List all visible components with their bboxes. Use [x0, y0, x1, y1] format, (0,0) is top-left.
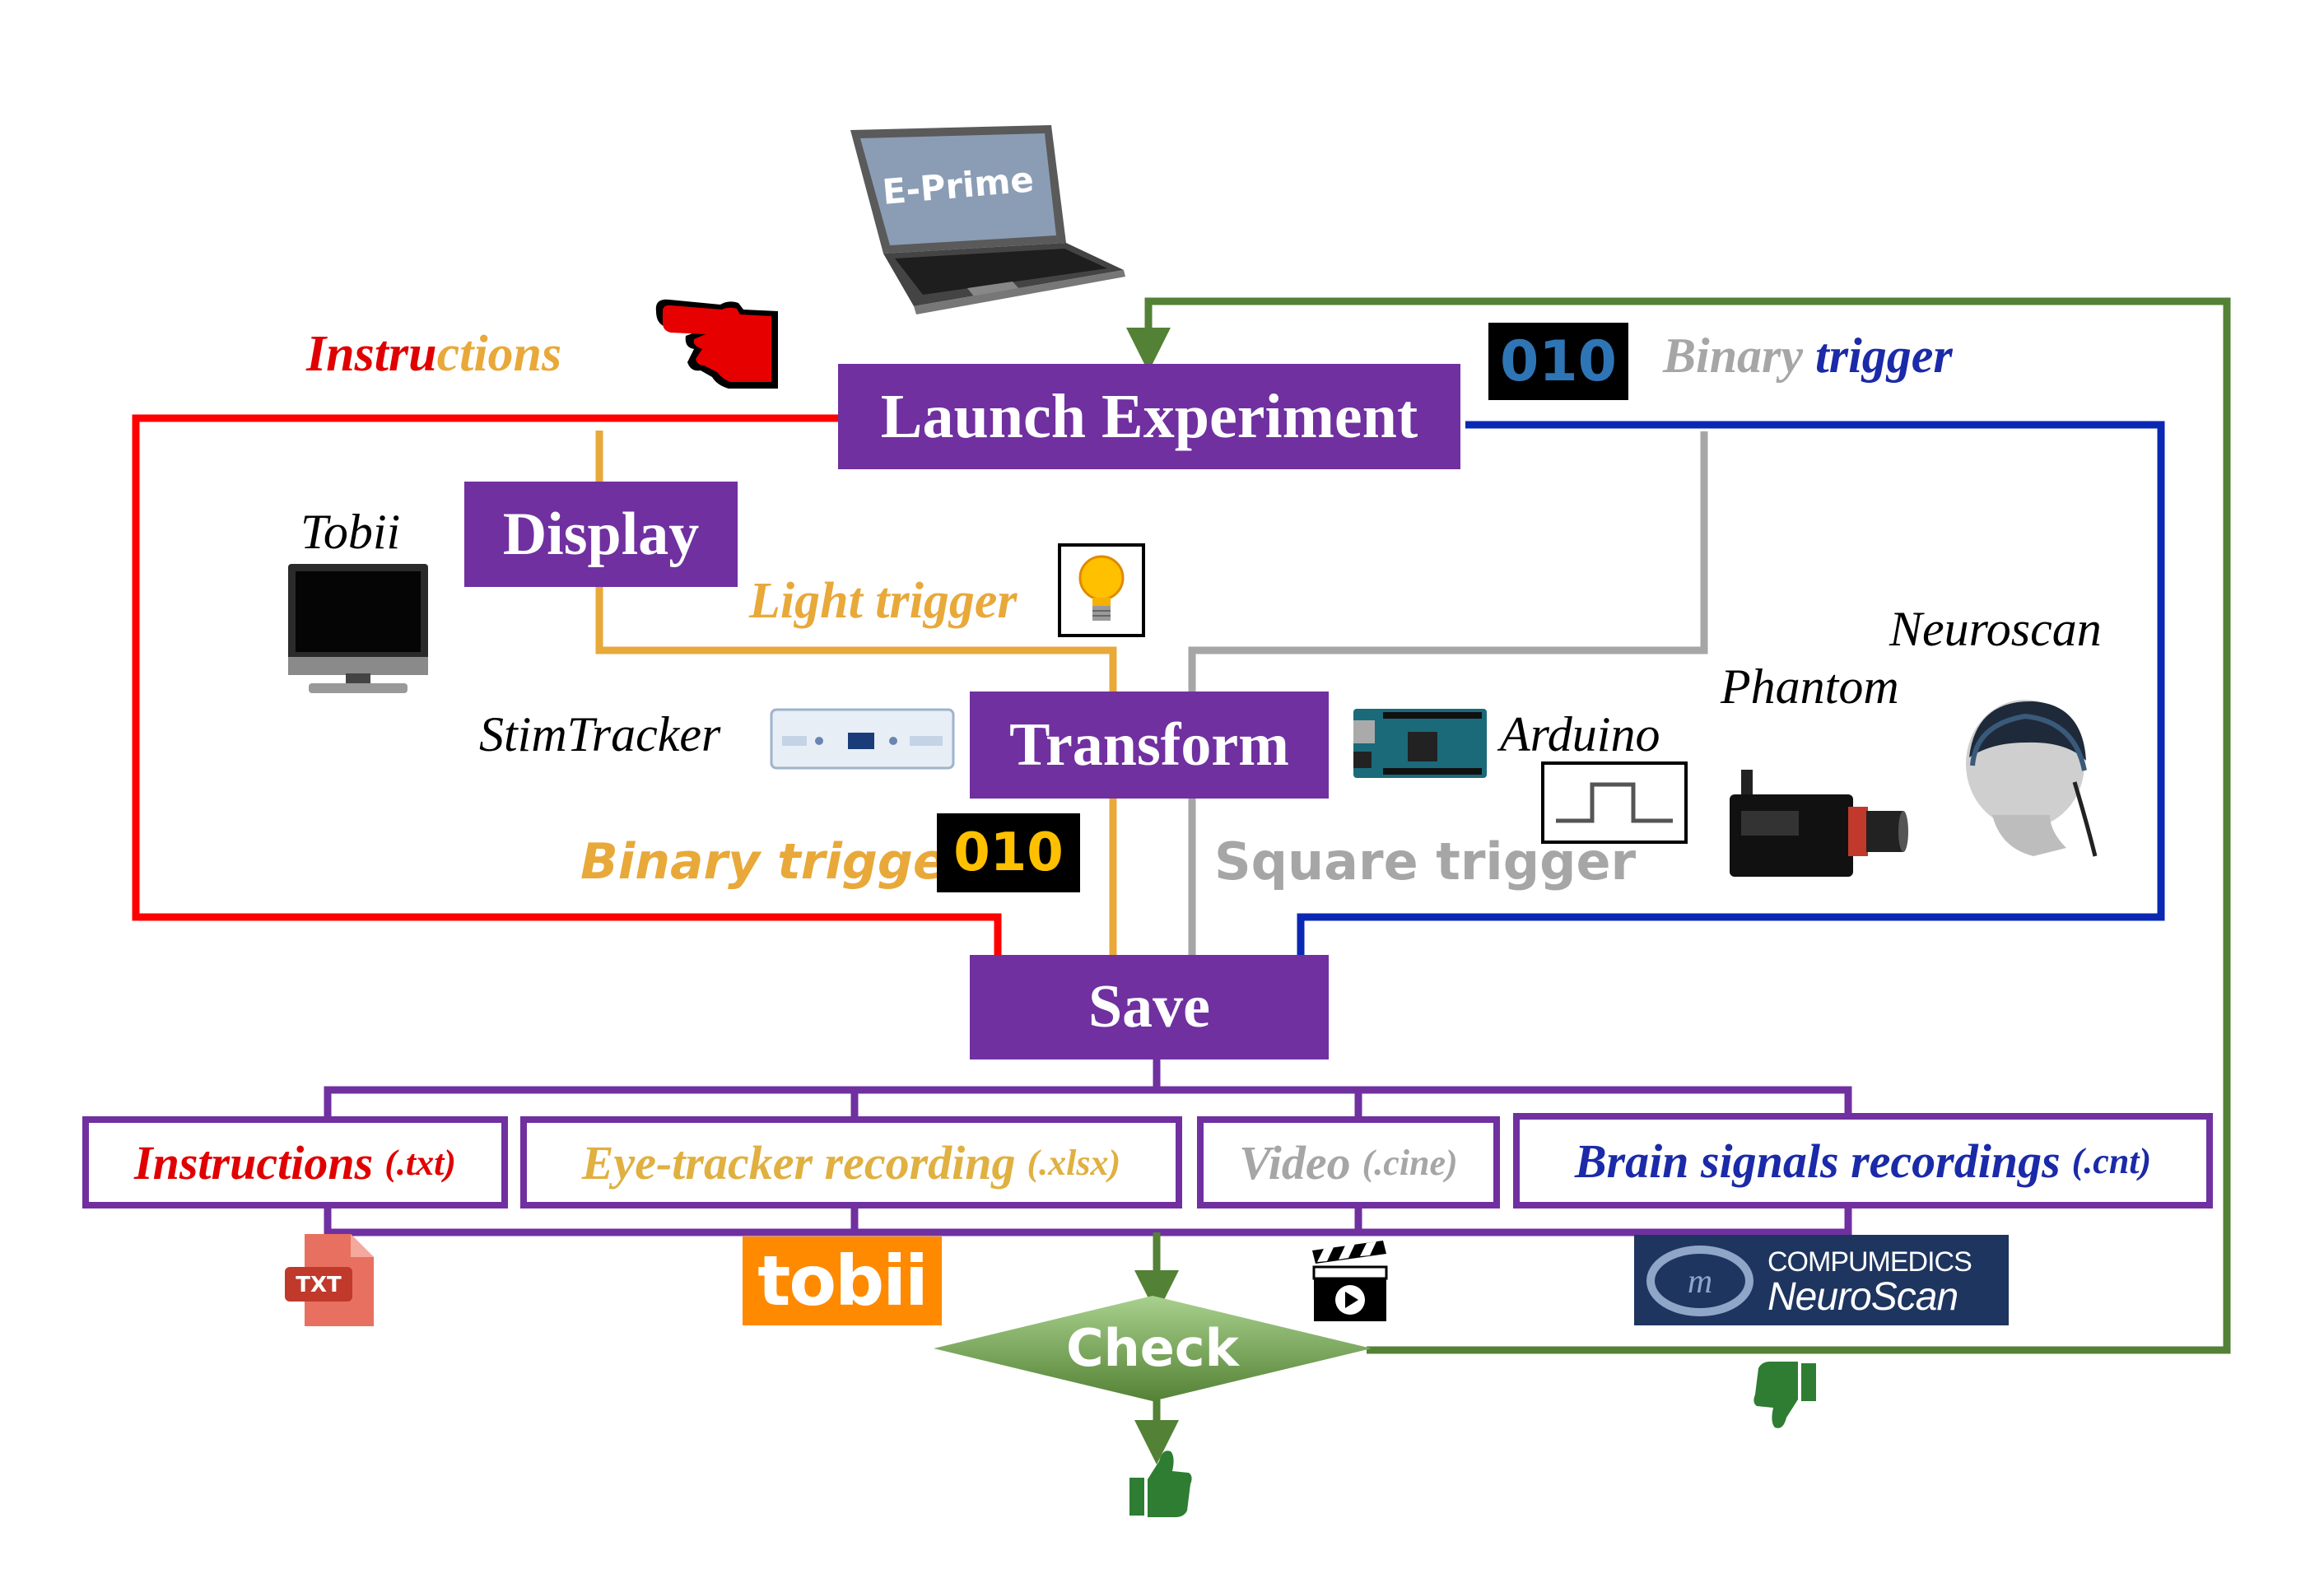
purple-top-bar — [324, 1086, 1852, 1116]
compumedics-neuroscan-logo: m COMPUMEDICS NeuroScan — [1634, 1235, 2009, 1325]
display-box: Display — [464, 482, 738, 587]
phantom-camera-icon — [1730, 770, 1908, 877]
binary-trigger-orange-label: Binary trigger — [580, 833, 971, 891]
output-eye-tracker-name: Eye-tracker recording — [581, 1135, 1016, 1190]
blue-line — [1297, 421, 2165, 955]
eeg-cap-head-icon — [1966, 700, 2098, 857]
txt-icon-text: TXT — [296, 1273, 342, 1297]
output-video: Video (.cine) — [1197, 1116, 1500, 1208]
trigger-blue-part: trigger — [1815, 328, 1953, 383]
tobii-logo-text: tobii — [757, 1241, 929, 1321]
output-video-name: Video — [1239, 1135, 1351, 1190]
video-clapperboard-icon — [1312, 1241, 1388, 1321]
square-trigger-label: Square trigger — [1214, 831, 1637, 892]
binary-code-mid: 010 — [937, 813, 1080, 892]
thumbs-up-icon — [1129, 1451, 1192, 1517]
output-instructions-name: Instructions — [134, 1135, 374, 1190]
stimtracker-device-icon — [770, 708, 955, 770]
arduino-board-icon — [1353, 709, 1487, 778]
arduino-label: Arduino — [1500, 707, 1660, 761]
square-wave-icon — [1541, 761, 1688, 844]
txt-file-icon: TXT — [285, 1234, 374, 1326]
neuroscan-label: Neuroscan — [1889, 602, 2102, 656]
orange-line — [595, 586, 1117, 692]
gray-line — [1188, 431, 1708, 955]
tobii-label: Tobii — [300, 505, 401, 559]
red-line — [132, 414, 1002, 955]
compumedics-text: COMPUMEDICS — [1767, 1246, 1972, 1278]
binary-gray-part: Binary — [1663, 328, 1804, 383]
output-brain-signals: Brain signals recordings (.cnt) — [1513, 1113, 2213, 1208]
output-brain-signals-ext: (.cnt) — [2071, 1140, 2152, 1181]
pointing-hand-icon — [655, 299, 778, 389]
light-trigger-label: Light trigger — [749, 573, 1018, 629]
check-decision-diamond — [934, 1296, 1372, 1401]
binary-trigger-top-label: Binary trigger — [1663, 328, 1953, 384]
save-box: Save — [970, 955, 1329, 1059]
instructions-label: Instructions — [306, 325, 561, 384]
svg-text:m: m — [1688, 1263, 1712, 1301]
stimtracker-label: StimTracker — [479, 707, 721, 761]
output-eye-tracker-ext: (.xlsx) — [1027, 1142, 1121, 1183]
laptop-icon: E-Prime — [850, 125, 1125, 314]
output-instructions-ext: (.txt) — [384, 1142, 456, 1183]
check-label: Check — [1066, 1318, 1239, 1378]
green-line — [1126, 297, 2231, 1354]
phantom-label: Phantom — [1721, 659, 1899, 714]
instructions-orange-part: ctions — [436, 326, 562, 382]
binary-code-top: 010 — [1488, 323, 1628, 400]
neuroscan-logo-text: NeuroScan — [1767, 1275, 1958, 1319]
light-bulb-icon — [1058, 543, 1145, 637]
tobii-logo: tobii — [743, 1236, 942, 1325]
output-brain-signals-name: Brain signals recordings — [1574, 1134, 2061, 1188]
output-instructions: Instructions (.txt) — [82, 1116, 508, 1208]
launch-experiment-box: Launch Experiment — [838, 364, 1460, 469]
output-video-ext: (.cine) — [1362, 1142, 1458, 1183]
tobii-monitor-icon — [288, 564, 428, 693]
transform-box: Transform — [970, 692, 1329, 799]
thumbs-down-icon — [1753, 1362, 1816, 1428]
purple-bottom-bar — [324, 1208, 1852, 1236]
output-eye-tracker: Eye-tracker recording (.xlsx) — [520, 1116, 1182, 1208]
instructions-red-part: Instru — [306, 326, 437, 382]
compumedics-swoosh-icon: m — [1646, 1246, 1753, 1316]
